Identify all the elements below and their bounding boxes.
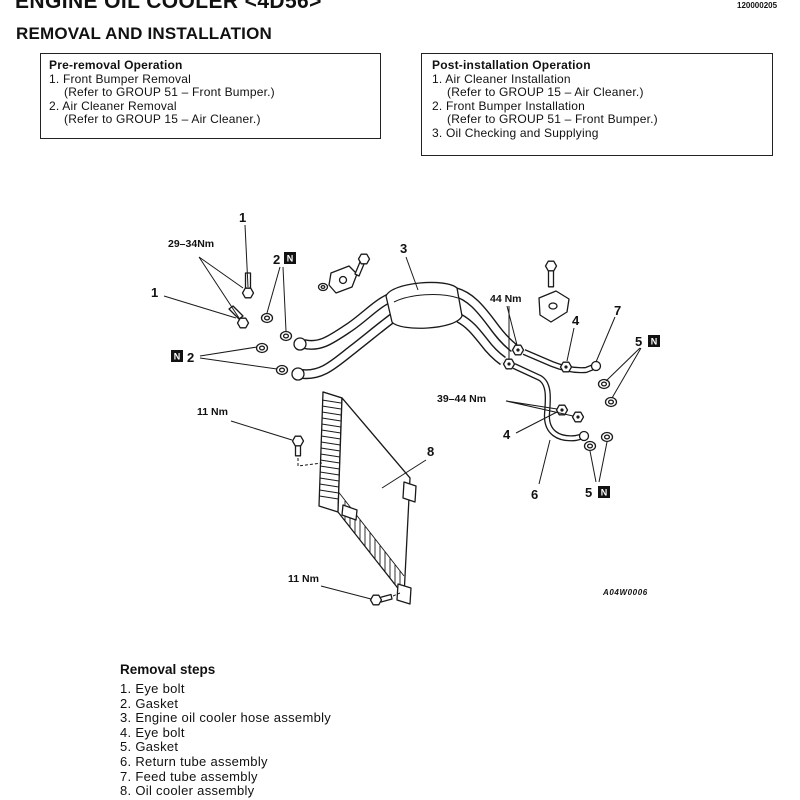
eye-bolt: [571, 411, 585, 423]
callout-label: 4: [503, 427, 511, 442]
post-installation-operation-box: Post-installation Operation 1. Air Clean…: [421, 53, 773, 156]
non-reusable-part-icon: N: [648, 335, 660, 347]
callout-label: 3: [400, 241, 407, 256]
hose-protector: [385, 281, 463, 329]
callout-label: 1: [239, 210, 246, 225]
eye-bolt: [228, 305, 250, 329]
torque-label: 44 Nm: [490, 293, 522, 305]
callout-label: 7: [614, 303, 621, 318]
post-installation-step: 2. Front Bumper Installation: [432, 98, 586, 113]
clamp-bolt-icon: [354, 253, 371, 277]
post-installation-step: 1. Air Cleaner Installation: [432, 71, 571, 86]
non-reusable-part-icon: N: [598, 486, 610, 498]
gasket: [597, 378, 611, 390]
callout-label: 6: [531, 487, 538, 502]
list-item: 6. Return tube assembly: [120, 753, 268, 769]
section-title: REMOVAL AND INSTALLATION: [16, 24, 273, 43]
cooler-mount-bolt: [291, 435, 323, 467]
cooler-mount-tab: [341, 504, 358, 521]
gasket: [255, 342, 269, 354]
cooler-mount-tab: [402, 481, 417, 503]
figure-code: A04W0006: [602, 588, 648, 597]
pre-removal-step: 2. Air Cleaner Removal: [49, 98, 177, 113]
non-reusable-part-icon: N: [171, 350, 183, 362]
callout-label: 8: [427, 444, 434, 459]
pre-removal-heading: Pre-removal Operation: [49, 58, 183, 72]
list-item: 5. Gasket: [120, 739, 179, 755]
oil-cooler: [318, 391, 417, 605]
svg-text:N: N: [601, 488, 608, 498]
hose-clamp-icon: [538, 290, 570, 323]
oil-cooler-hose-assembly: [291, 281, 518, 381]
gasket: [260, 312, 274, 324]
post-installation-step: 3. Oil Checking and Supplying: [432, 125, 599, 140]
callout-label: 2: [187, 350, 194, 365]
gasket: [275, 364, 289, 376]
non-reusable-part-icon: N: [284, 252, 296, 264]
list-item: 4. Eye bolt: [120, 724, 185, 740]
list-item: 1. Eye bolt: [120, 681, 185, 696]
callout-label: 1: [151, 285, 158, 300]
cooler-mount-bolt: [369, 592, 401, 606]
callout-label: 5: [635, 334, 642, 349]
torque-label: 11 Nm: [288, 573, 319, 585]
pre-removal-operation-box: Pre-removal Operation 1. Front Bumper Re…: [40, 53, 381, 139]
gasket: [583, 440, 597, 452]
list-item: 7. Feed tube assembly: [120, 768, 258, 784]
torque-label: 11 Nm: [197, 406, 228, 418]
clamp-bolt-icon: [544, 260, 558, 288]
svg-text:N: N: [287, 254, 294, 264]
gasket: [600, 431, 614, 443]
list-item: 8. Oil cooler assembly: [120, 783, 255, 799]
eye-bolt: [502, 358, 516, 370]
oil-cooler-exploded-diagram: 1 29–34Nm 2 N 3 1 N 2 44 Nm 7 4 5 N 11 N…: [151, 210, 660, 606]
list-item: 3. Engine oil cooler hose assembly: [120, 710, 332, 726]
eye-bolt: [555, 404, 569, 416]
removal-steps-list: 1. Eye bolt 2. Gasket 3. Engine oil cool…: [120, 681, 332, 799]
svg-text:N: N: [174, 352, 181, 362]
return-tube-assembly: [512, 363, 590, 442]
cooler-mount-tab: [396, 583, 412, 605]
list-item: 2. Gasket: [120, 695, 179, 711]
pre-removal-reference: (Refer to GROUP 51 – Front Bumper.): [64, 85, 275, 99]
eye-bolt: [559, 361, 573, 373]
eye-bolt: [511, 344, 525, 356]
pre-removal-step: 1. Front Bumper Removal: [49, 71, 191, 86]
hose-clamp-icon: [317, 265, 358, 294]
torque-label: 39–44 Nm: [437, 393, 486, 405]
svg-text:N: N: [651, 337, 658, 347]
gasket: [604, 396, 618, 408]
removal-steps-heading: Removal steps: [120, 662, 216, 677]
callout-label: 5: [585, 485, 592, 500]
torque-label: 29–34Nm: [168, 238, 214, 250]
document-code: 120000205: [737, 1, 778, 10]
callout-label: 2: [273, 252, 280, 267]
post-installation-heading: Post-installation Operation: [432, 58, 591, 72]
leader-lines: [163, 224, 642, 600]
page-title: ENGINE OIL COOLER <4D56>: [15, 0, 322, 13]
post-installation-reference: (Refer to GROUP 15 – Air Cleaner.): [447, 85, 644, 99]
gasket: [279, 330, 293, 342]
pre-removal-reference: (Refer to GROUP 15 – Air Cleaner.): [64, 112, 261, 126]
hose-end-fitting: [291, 367, 305, 381]
post-installation-reference: (Refer to GROUP 51 – Front Bumper.): [447, 112, 658, 126]
callout-label: 4: [572, 313, 580, 328]
hose-end-fitting: [293, 337, 307, 351]
